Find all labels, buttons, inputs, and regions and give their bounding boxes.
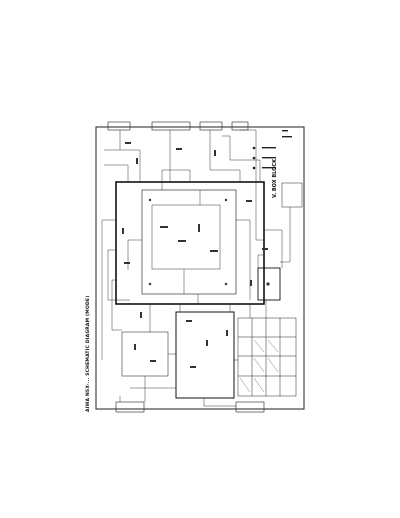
component-marks [122,142,270,368]
legend-symbols [252,130,292,170]
inner-ic-block [151,204,221,270]
bottom-connectors [115,401,265,413]
wiring-traces [101,129,291,407]
display-grid [237,317,297,397]
diagram-title: AIWA NSX-... SCHEMATIC DIAGRAM (MODE) [86,295,91,412]
block-stamp: V. BOX BLOCK [272,159,278,198]
main-ic-block [141,189,237,295]
lower-sub-board [175,311,235,399]
top-connectors [107,121,249,131]
display-hatching [239,339,279,393]
lower-left-block [121,331,169,377]
right-ic-chip [257,267,281,301]
right-table-grid [281,182,303,208]
main-board-outline [115,181,265,305]
